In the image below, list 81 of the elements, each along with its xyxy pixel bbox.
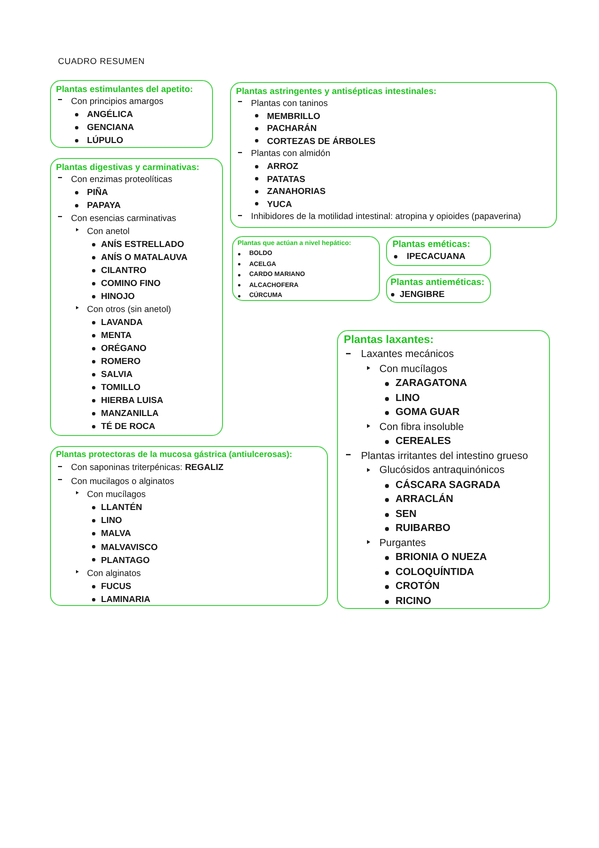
list-item: Plantas irritantes del intestino grueso [361,450,528,462]
list-item: YUCA [267,198,292,209]
card-heading: Plantas antieméticas: [390,277,484,288]
summary-card [337,330,550,609]
list-item: Con fibra insoluble [379,422,464,434]
list-item: RUIBARBO [396,523,450,535]
list-item: GENCIANA [87,122,134,132]
summary-card [230,82,557,228]
summary-card [232,236,380,301]
list-item: CROTÓN [396,581,440,593]
list-item: SEN [396,508,416,520]
list-item: TÉ DE ROCA [101,421,156,432]
list-item: Con alginatos [87,568,141,578]
list-item: Con mucílagos [379,364,448,376]
list-item: Inhibidores de la motilidad intestinal: atropina y opioides (papaverina) [251,211,521,222]
list-item: Glucósidos antraquinónicos [379,465,505,477]
list-item: HIERBA LUISA [101,395,164,406]
list-item: ROMERO [101,356,141,366]
list-item: ANGÉLICA [87,109,133,120]
list-item: Con esencias carminativas [71,213,176,224]
list-item: MENTA [101,330,132,340]
list-item: MALVA [101,528,131,538]
card-heading: Plantas digestivas y carminativas: [56,162,200,172]
list-item: BRIONIA O NUEZA [396,552,487,564]
list-item: FUCUS [101,581,132,592]
list-item: GOMA GUAR [396,407,460,419]
list-item: ANÍS O MATALAUVA [101,252,188,262]
summary-card [50,158,223,436]
card-heading: Plantas protectoras de la mucosa gástrica (antiulcerosas): [56,450,292,460]
list-item: HINOJO [101,291,135,302]
list-item: PACHARÁN [267,123,317,134]
list-item: RICINO [396,596,432,608]
list-item: Laxantes mecánicos [361,349,454,361]
card-heading: Plantas astringentes y antisépticas intestinales: [236,86,436,96]
list-item: ZARAGATONA [396,378,467,390]
card-heading: Plantas eméticas: [392,239,470,250]
list-item: COLOQUÍNTIDA [396,566,474,578]
list-item: TOMILLO [101,382,140,392]
list-item: MANZANILLA [101,408,159,418]
list-item: ZANAHORIAS [267,186,326,196]
summary-card [50,80,213,148]
list-item: PAPAYA [87,200,121,210]
list-item: Plantas con taninos [251,98,328,108]
summary-card [386,274,491,303]
list-item: LAMINARIA [101,594,150,604]
list-item: LÚPULO [87,135,124,146]
list-item: PATATAS [267,174,306,184]
list-item: JENGIBRE [400,289,445,300]
list-item: MALVAVISCO [101,542,158,552]
list-item: Con mucilagos o alginatos [71,476,174,486]
list-item: ORÉGANO [101,343,146,354]
list-item: CORTEZAS DE ÁRBOLES [267,136,376,146]
list-item: IPECACUANA [406,251,466,262]
summary-card [50,446,328,606]
list-item: PLANTAGO [101,554,150,565]
list-item: Con mucílagos [87,488,146,499]
list-item: LINO [396,392,420,404]
list-item: COMINO FINO [101,278,161,288]
list-item: LAVANDA [101,317,143,328]
page-title: CUADRO RESUMEN [58,57,145,67]
list-item: Purgantes [379,538,426,550]
list-item: ARROZ [267,161,298,172]
list-item: LINO [101,515,122,526]
list-item: Plantas con almidón [251,148,330,159]
summary-card [386,236,491,266]
card-heading: Plantas laxantes: [344,334,434,347]
list-item: CÁSCARA SAGRADA [396,480,500,492]
list-item: SALVIA [101,369,133,380]
list-item: ARRACLÁN [396,494,454,506]
list-item: Con saponinas triterpénicas: REGALIZ [71,462,224,472]
list-item: Con principios amargos [71,96,164,106]
list-item: Con enzimas proteolíticas [71,174,172,184]
card-heading: Plantas estimulantes del apetito: [56,84,193,94]
list-item: Con anetol [87,226,130,236]
list-item: LLANTÉN [101,502,142,512]
list-item: PIÑA [87,187,108,198]
list-item: MEMBRILLO [267,110,320,121]
list-item: ANÍS ESTRELLADO [101,239,184,250]
list-item: CILANTRO [101,265,146,276]
list-item: Con otros (sin anetol) [87,304,172,314]
list-item: CEREALES [396,436,451,448]
